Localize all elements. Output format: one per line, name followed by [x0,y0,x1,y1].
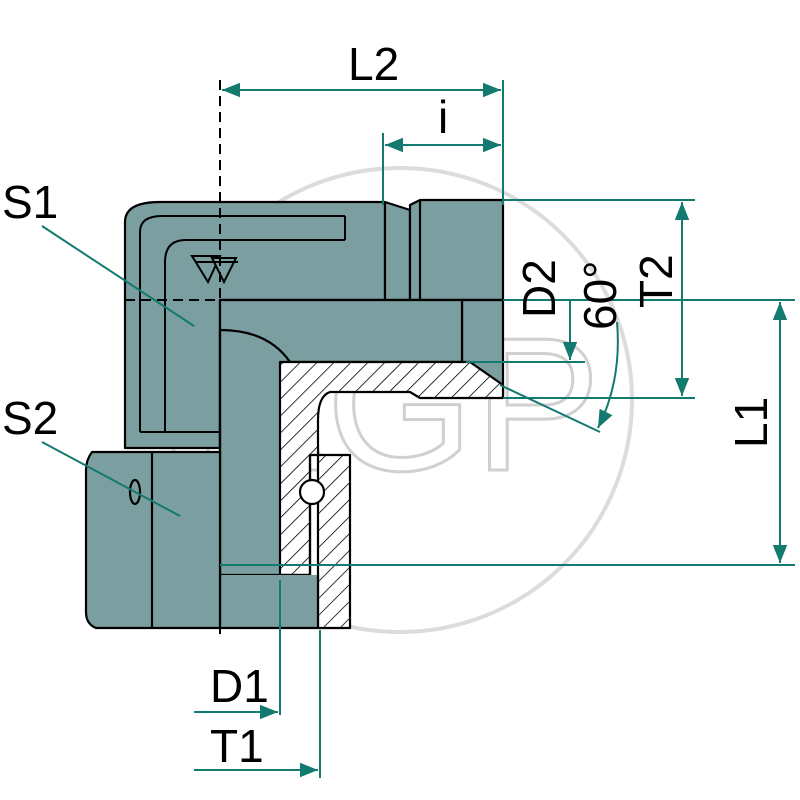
section-hatch [278,360,505,577]
label-t1: T1 [210,720,264,772]
label-l2: L2 [348,38,399,90]
nut-hole [128,478,142,506]
label-s1: S1 [2,176,58,228]
label-i: i [438,91,448,143]
center-lines [125,80,510,635]
label-t2: T2 [630,254,682,308]
ball-seal [298,478,326,506]
neck-groove [383,200,412,302]
label-angle-60: 60° [574,260,626,330]
label-l1: L1 [725,397,777,448]
label-d1: D1 [210,660,269,712]
label-d2: D2 [513,259,565,318]
nut-section-hatch [316,453,352,630]
tube-end [408,198,505,302]
label-s2: S2 [2,392,58,444]
dimension-labels: L2 i S1 S2 L1 D2 60° T2 D1 T1 [2,38,777,772]
dimension-lines [41,80,795,778]
bite-type-fitting-symbol-icon [190,255,238,285]
